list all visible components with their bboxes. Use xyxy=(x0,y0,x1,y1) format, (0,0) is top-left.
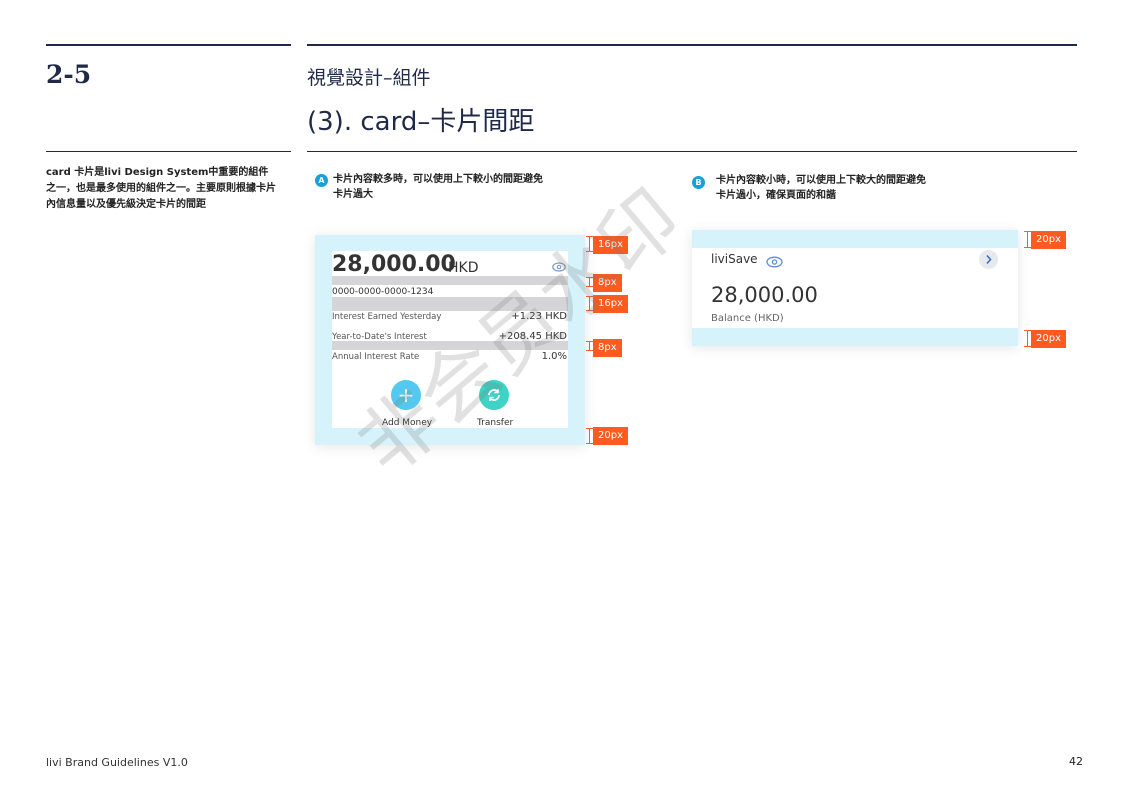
note-a-line2: 卡片過大 xyxy=(333,189,373,200)
spacing-band-3 xyxy=(332,341,568,350)
row-label: Interest Earned Yesterday xyxy=(332,312,442,322)
card-a-amount: 28,000.00 xyxy=(332,252,456,277)
row-value: 1.0% xyxy=(541,351,567,362)
page-heading: 視覺設計–組件 xyxy=(307,67,431,89)
card-b-amount: 28,000.00 xyxy=(711,283,818,307)
padding-left xyxy=(315,235,332,445)
card-a-currency: HKD xyxy=(448,260,479,276)
top-rule-left xyxy=(46,44,291,46)
spacing-tag: 20px xyxy=(1031,231,1066,249)
badge-b: B xyxy=(692,176,705,189)
top-rule-right xyxy=(307,44,1077,46)
add-money-button[interactable]: + xyxy=(391,380,421,410)
note-a: 卡片內容較多時，可以使用上下較小的間距避免 卡片過大 xyxy=(333,172,543,202)
padding-bottom xyxy=(692,328,1018,346)
spacing-band-2 xyxy=(332,297,568,311)
transfer-label: Transfer xyxy=(477,418,514,428)
plus-icon: + xyxy=(397,383,415,407)
card-b-title: liviSave xyxy=(711,252,758,266)
chevron-right-icon xyxy=(979,254,998,273)
note-b-line2: 卡片過小，確保頁面的和諧 xyxy=(716,190,836,201)
note-a-line1: 卡片內容較多時，可以使用上下較小的間距避免 xyxy=(333,174,543,185)
note-b-line1: 卡片內容較小時，可以使用上下較大的間距避免 xyxy=(716,175,926,186)
spacing-tag: 16px xyxy=(593,236,628,254)
divider-left xyxy=(46,151,291,152)
spacing-bracket xyxy=(1024,231,1031,248)
spacing-bracket xyxy=(586,341,593,351)
row-label: Year-to-Date's Interest xyxy=(332,332,427,342)
card-b: liviSave 28,000.00 Balance (HKD) xyxy=(692,230,1018,346)
spacing-tag: 16px xyxy=(593,295,628,313)
spacing-tag: 20px xyxy=(1031,330,1066,348)
badge-a: A xyxy=(315,174,328,187)
divider-right xyxy=(307,151,1077,152)
intro-text: card 卡片是livi Design System中重要的組件之一，也是最多使… xyxy=(46,167,276,210)
eye-icon[interactable] xyxy=(766,253,783,272)
spacing-tag: 8px xyxy=(593,274,622,292)
row-value: +208.45 HKD xyxy=(498,331,567,342)
card-a: 28,000.00 HKD 0000-0000-0000-1234 Intere… xyxy=(315,235,585,445)
page-title: (3). card–卡片間距 xyxy=(307,107,535,137)
card-a-account-number: 0000-0000-0000-1234 xyxy=(332,287,434,297)
spacing-bracket xyxy=(586,296,593,311)
spacing-band-1 xyxy=(332,276,568,285)
footer-brand: livi Brand Guidelines V1.0 xyxy=(46,756,188,769)
row-value: +1.23 HKD xyxy=(511,311,567,322)
padding-top xyxy=(692,230,1018,248)
chevron-right-button[interactable] xyxy=(979,250,998,269)
card-b-subtitle: Balance (HKD) xyxy=(711,313,784,324)
spacing-bracket xyxy=(586,428,593,444)
spacing-bracket xyxy=(1024,330,1031,347)
padding-right xyxy=(568,235,585,445)
row-label: Annual Interest Rate xyxy=(332,352,420,362)
refresh-icon xyxy=(486,384,502,408)
transfer-button[interactable] xyxy=(479,380,509,410)
spacing-bracket xyxy=(586,236,593,252)
page-number: 42 xyxy=(1069,755,1083,768)
spacing-tag: 20px xyxy=(593,427,628,445)
add-money-label: Add Money xyxy=(382,418,433,428)
eye-icon[interactable] xyxy=(552,257,566,276)
spacing-tag: 8px xyxy=(593,339,622,357)
section-number: 2-5 xyxy=(46,60,92,89)
padding-bottom xyxy=(315,428,585,445)
spacing-bracket xyxy=(586,277,593,287)
padding-top xyxy=(315,235,585,251)
note-b: 卡片內容較小時，可以使用上下較大的間距避免 卡片過小，確保頁面的和諧 xyxy=(716,173,926,203)
